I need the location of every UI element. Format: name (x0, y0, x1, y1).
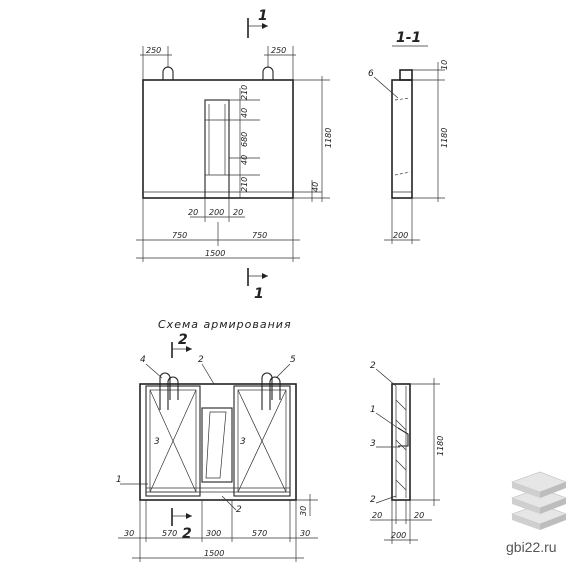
elevation-view: 1 250 250 210 40 680 40 210 (136, 8, 333, 302)
reinf-section-mark-top: 2 (178, 332, 188, 348)
section-mark-bottom: 1 (254, 286, 264, 302)
dim-loop-right: 250 (271, 46, 286, 55)
dim-open-40-b: 40 (240, 155, 249, 165)
dim-loop-left: 250 (146, 46, 161, 55)
reinf-callout-2-top: 2 (198, 355, 204, 365)
dim-height-1180: 1180 (324, 128, 333, 148)
dim-open-680: 680 (240, 132, 249, 147)
reinf-dim-30-right: 30 (300, 529, 310, 538)
reinf-dim-570-right: 570 (252, 529, 267, 538)
reinf-opening (201, 407, 233, 483)
section-1-1-view: 1-1 6 10 1180 200 (368, 30, 449, 244)
reinf-section-callout-2-bottom: 2 (370, 495, 376, 505)
reinf-callout-2-bottom: 2 (236, 505, 242, 515)
dim-open-200: 200 (209, 208, 224, 217)
dim-half-left: 750 (172, 231, 187, 240)
reinf-section-callout-2-top: 2 (370, 361, 376, 371)
reinforcement-heading: Схема армирования (158, 318, 292, 331)
section-dim-width: 200 (393, 231, 408, 240)
reinf-section-callout-1: 1 (370, 405, 376, 415)
reinf-dim-570-left: 570 (162, 529, 177, 538)
section-mark-top: 1 (258, 8, 268, 24)
reinf-section-mark-bottom: 2 (182, 526, 192, 542)
reinf-section-dim-20-right: 20 (414, 511, 424, 520)
reinf-callout-3-left: 3 (154, 437, 160, 447)
reinf-section-profile (391, 383, 411, 501)
lifting-loop-left (162, 66, 174, 80)
brand-text: gbi22.ru (506, 539, 557, 555)
panel-outline (142, 79, 294, 199)
brand-logo: gbi22.ru (506, 471, 567, 555)
reinf-dim-total: 1500 (204, 549, 224, 558)
lifting-loop-right (262, 66, 274, 80)
dim-open-20-left: 20 (188, 208, 198, 217)
dim-open-40-a: 40 (240, 108, 249, 118)
reinf-callout-3-right: 3 (240, 437, 246, 447)
section-cut-bottom: 1 (247, 268, 268, 302)
reinf-callout-5: 5 (290, 355, 296, 365)
reinf-section-dim-20-left: 20 (372, 511, 382, 520)
section-dim-height: 1180 (440, 128, 449, 148)
reinf-dim-300: 300 (206, 529, 221, 538)
dim-bottom-40: 40 (311, 182, 320, 192)
section-profile (391, 79, 413, 199)
dim-open-210-top: 210 (240, 85, 249, 100)
section-dim-10: 10 (440, 60, 449, 70)
dim-total-1500: 1500 (205, 249, 225, 258)
section-title: 1-1 (396, 30, 421, 46)
reinf-callout-1: 1 (116, 475, 122, 485)
reinf-dim-bottom-30: 30 (299, 506, 308, 516)
dim-half-right: 750 (252, 231, 267, 240)
reinf-section-dim-width: 200 (391, 531, 406, 540)
reinf-section-dim-height: 1180 (436, 436, 445, 456)
dim-open-20-right: 20 (233, 208, 243, 217)
reinf-cage-left (145, 385, 201, 497)
section-callout-6: 6 (368, 69, 374, 79)
reinf-section-view: 2 1 3 2 1180 20 20 200 (370, 361, 445, 544)
reinf-section-callout-3: 3 (370, 439, 376, 449)
reinf-callout-4: 4 (140, 355, 146, 365)
reinforcement-view: 2 4 2 5 3 3 1 2 (116, 332, 318, 562)
window-opening (204, 99, 230, 199)
reinf-dim-30-left: 30 (124, 529, 134, 538)
section-cut-top: 1 (247, 8, 268, 38)
reinf-panel-outline (139, 383, 297, 501)
stacked-slabs-icon (511, 471, 567, 530)
dim-open-210-bottom: 210 (240, 177, 249, 192)
